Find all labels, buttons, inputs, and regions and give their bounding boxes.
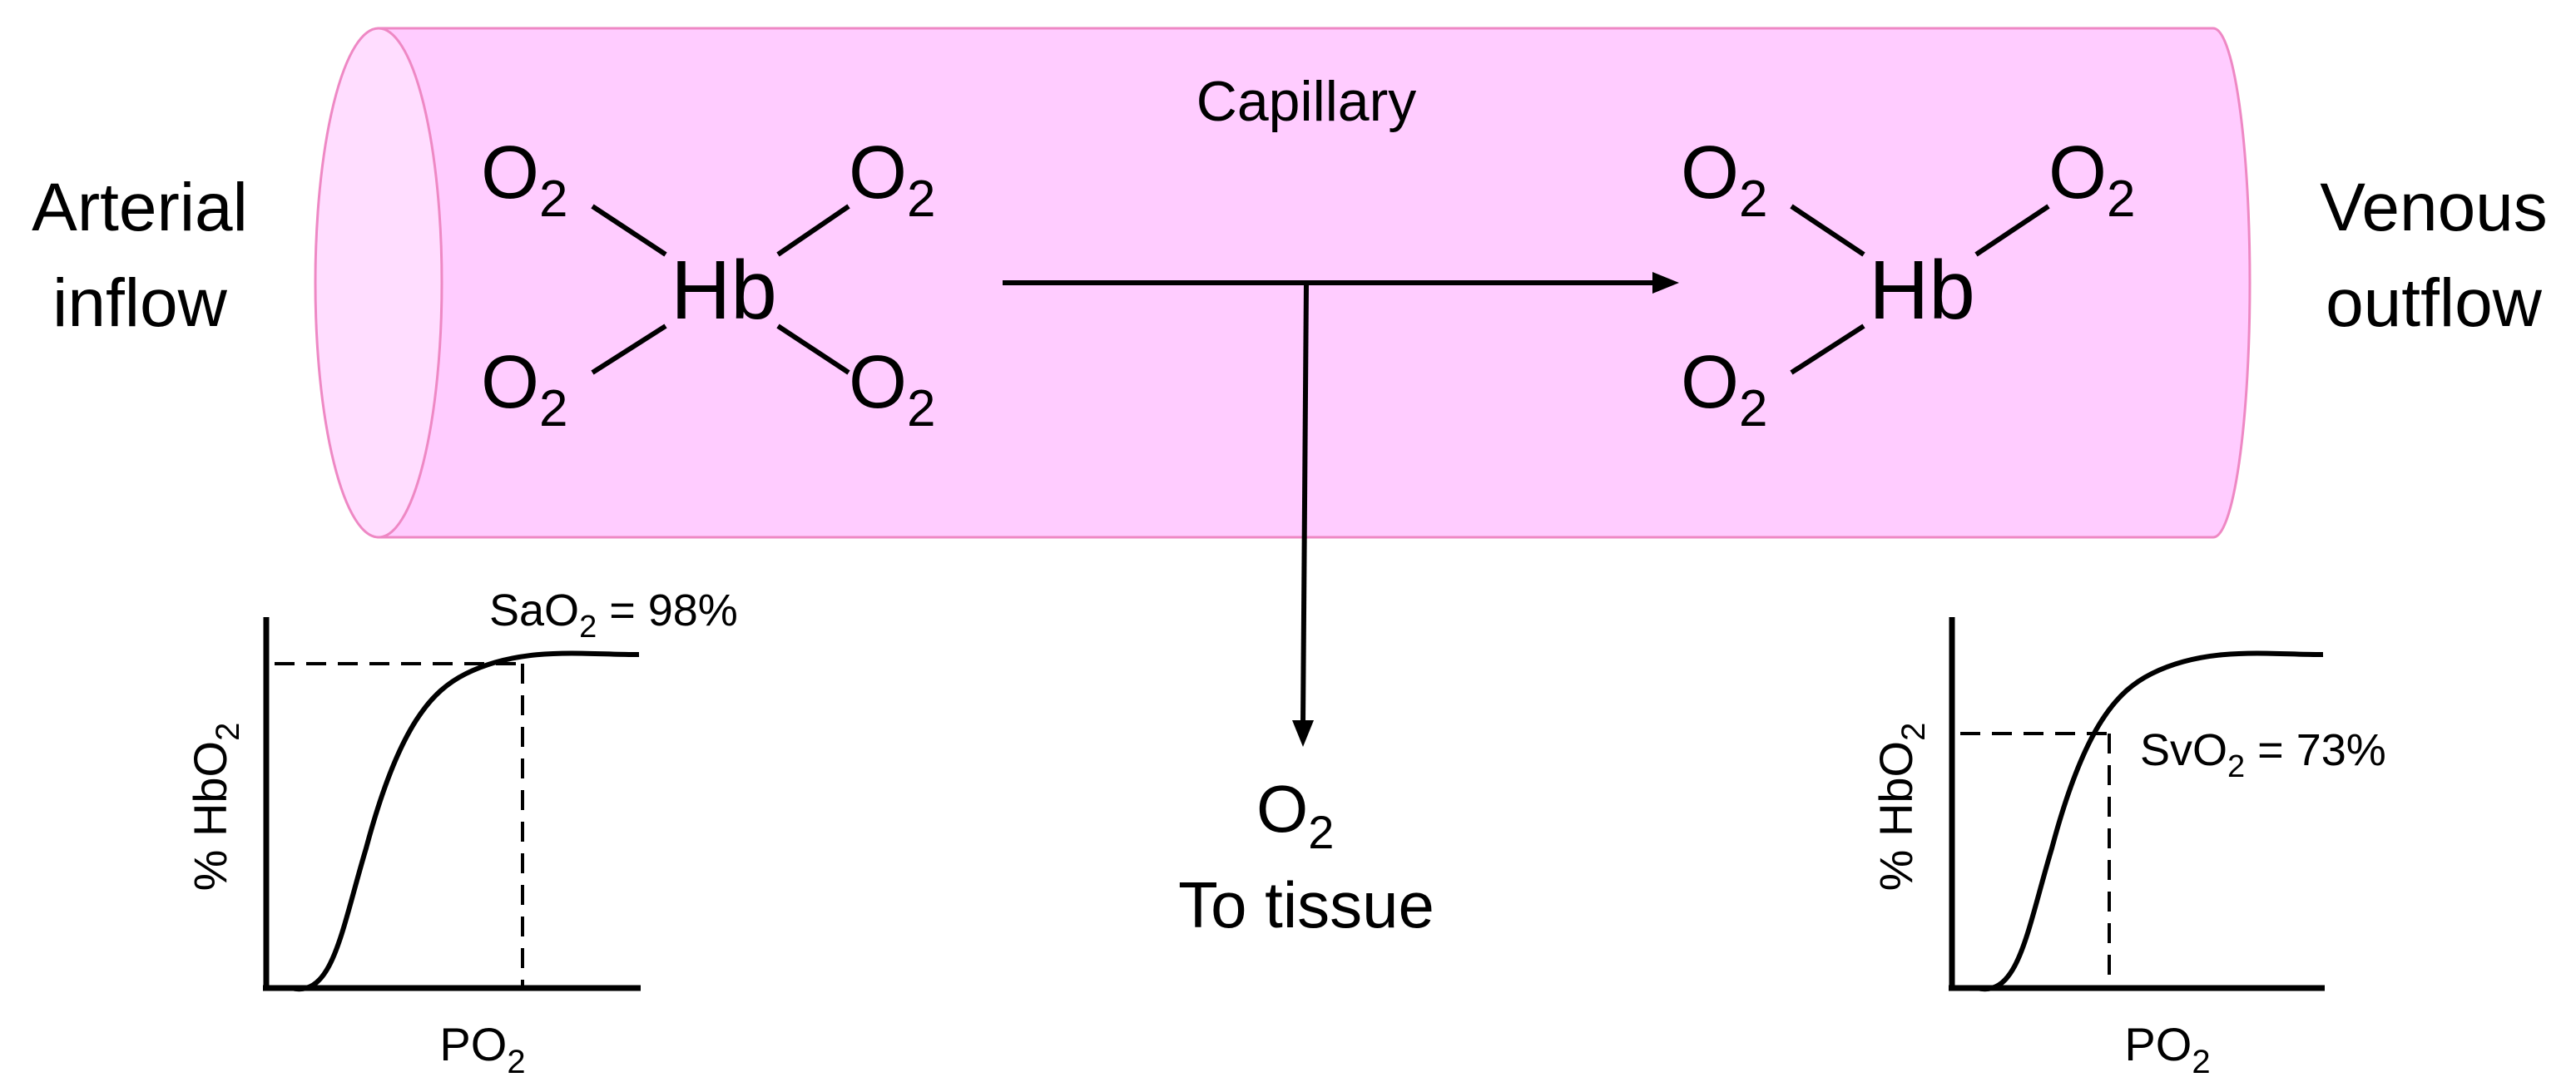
oxygen-molecule: O2	[2048, 131, 2136, 228]
arterial-saturation-graph: % HbO2 PO2 SaO2 = 98%	[184, 586, 738, 1080]
capillary-label: Capillary	[1196, 70, 1417, 133]
oxygen-molecule: O2	[849, 341, 936, 437]
tissue-arrow	[1292, 282, 1314, 747]
oxygen-molecule: O2	[849, 131, 936, 228]
arterial-hemoglobin: Hb O2 O2 O2 O2	[481, 131, 936, 437]
dissociation-curve	[290, 650, 640, 992]
bond	[1790, 204, 1865, 257]
y-axis-label: % HbO2	[1870, 723, 1932, 892]
venous-hemoglobin: Hb O2 O2 O2	[1681, 131, 2136, 437]
oxygen-molecule: O2	[481, 131, 568, 228]
x-axis-label: PO2	[2124, 1018, 2210, 1080]
y-axis-label: % HbO2	[184, 723, 246, 892]
flow-arrow-head	[1652, 272, 1679, 294]
oxygen-molecule: O2	[481, 341, 568, 437]
bond	[591, 204, 667, 257]
venous-saturation-graph: % HbO2 PO2 SvO2 = 73%	[1870, 617, 2386, 1080]
saturation-label: SvO2 = 73%	[2140, 725, 2386, 784]
tissue-arrow-head	[1292, 720, 1314, 747]
bond	[776, 204, 850, 257]
hb-label: Hb	[1869, 244, 1975, 337]
hb-label: Hb	[671, 244, 777, 337]
oxygen-molecule: O2	[1681, 131, 1768, 228]
x-axis-label: PO2	[439, 1018, 525, 1080]
venous-label-line1: Venous	[2320, 170, 2548, 245]
bond	[591, 324, 667, 375]
to-tissue-label: To tissue	[1178, 868, 1434, 941]
arterial-label-line2: inflow	[52, 265, 227, 341]
tissue-oxygen: O2	[1256, 772, 1334, 858]
dissociation-curve	[1976, 650, 2324, 992]
bond	[776, 324, 850, 375]
flow-arrow	[1003, 272, 1679, 294]
saturation-label: SaO2 = 98%	[489, 586, 738, 645]
tissue-arrow-shaft	[1300, 282, 1309, 724]
arterial-label-line1: Arterial	[32, 170, 248, 245]
bond	[1790, 324, 1865, 375]
venous-label-line2: outflow	[2326, 265, 2543, 341]
oxygen-molecule: O2	[1681, 341, 1768, 437]
capillary-opening	[314, 27, 443, 539]
bond	[1974, 204, 2050, 257]
